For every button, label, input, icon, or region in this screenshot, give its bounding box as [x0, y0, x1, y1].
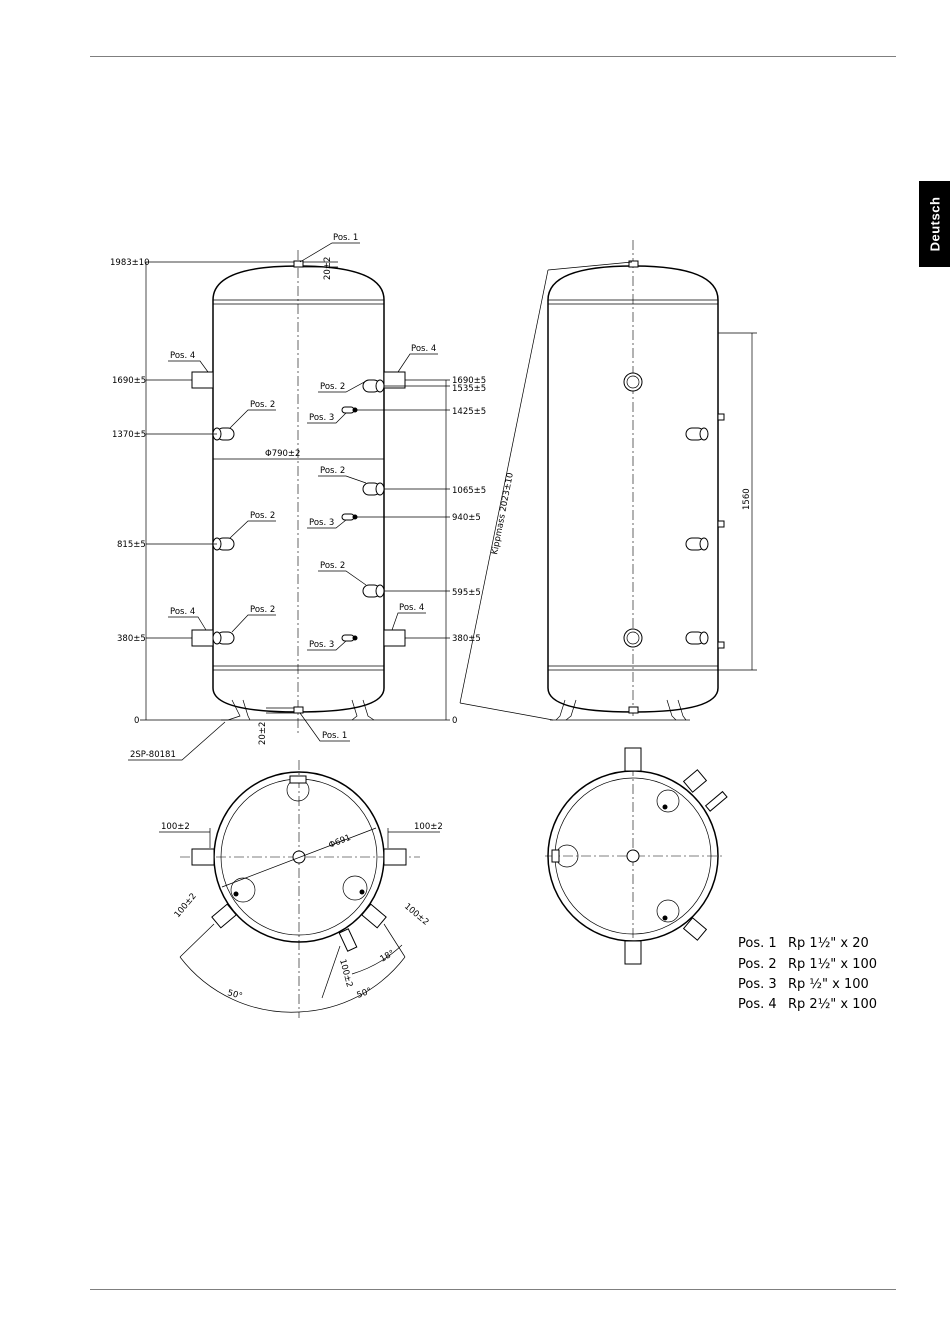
side-view: Φ790±2 1983±10 1690±5 1370±5 815±5 380±5…	[110, 233, 486, 761]
header-rule	[90, 56, 896, 57]
foot-label: 2SP-80181	[130, 750, 176, 760]
offset-right: 100±2	[414, 822, 443, 832]
label-pos4-bottom-right: Pos. 4	[399, 603, 424, 613]
dim-right-595: 595±5	[452, 588, 481, 598]
label-pos2-e: Pos. 2	[320, 466, 345, 476]
label-pos4-bottom-left: Pos. 4	[170, 607, 195, 617]
side-diameter: Φ790±2	[265, 449, 300, 459]
pos3-sockets	[341, 406, 358, 642]
legend-spec2: Rp 1½" x 100	[788, 957, 877, 972]
top-gap: 20±2	[323, 257, 333, 280]
language-tab[interactable]: Deutsch	[919, 181, 950, 267]
dim-left-1690: 1690±5	[112, 376, 146, 386]
angle-50-right: 50°	[356, 986, 374, 1001]
label-pos2-d: Pos. 2	[320, 382, 345, 392]
label-pos3-a: Pos. 3	[309, 413, 334, 423]
label-pos3-c: Pos. 3	[309, 640, 334, 650]
label-pos3-b: Pos. 3	[309, 518, 334, 528]
label-pos2-a: Pos. 2	[250, 400, 275, 410]
label-pos2-f: Pos. 2	[320, 561, 345, 571]
dim-right-1065: 1065±5	[452, 486, 486, 496]
dim-left-815: 815±5	[117, 540, 146, 550]
legend-pos1: Pos. 1	[738, 936, 777, 951]
tilt-dimension: Kippmass 2023±10	[490, 472, 516, 556]
dim-right-1535: 1535±5	[452, 384, 486, 394]
front-view: Kippmass 2023±10 1560	[459, 240, 757, 721]
label-pos4-top-right: Pos. 4	[411, 344, 436, 354]
legend-pos2: Pos. 2	[738, 957, 777, 972]
label-pos1-bottom: Pos. 1	[322, 731, 347, 741]
legend-pos4: Pos. 4	[738, 997, 777, 1012]
height-1560: 1560	[742, 488, 752, 510]
legend-spec4: Rp 2½" x 100	[788, 997, 877, 1012]
angle-50-left: 50°	[226, 988, 243, 1002]
bottom-gap: 20±2	[258, 722, 268, 745]
legend: Pos. 1 Rp 1½" x 20 Pos. 2 Rp 1½" x 100 P…	[738, 936, 877, 1012]
dim-right-380: 380±5	[452, 634, 481, 644]
legend-spec3: Rp ½" x 100	[788, 977, 869, 992]
dim-1983: 1983±10	[110, 258, 150, 268]
dim-right-940: 940±5	[452, 513, 481, 523]
label-pos2-c: Pos. 2	[250, 605, 275, 615]
label-pos4-top-left: Pos. 4	[170, 351, 195, 361]
dim-left-0: 0	[134, 716, 139, 726]
offset-left: 100±2	[161, 822, 190, 832]
legend-spec1: Rp 1½" x 20	[788, 936, 869, 951]
legend-pos3: Pos. 3	[738, 977, 777, 992]
angle-18: 18°	[379, 948, 397, 964]
top-view-right	[545, 747, 728, 965]
dim-left-380: 380±5	[117, 634, 146, 644]
pos2-nozzles	[212, 379, 385, 645]
offset-lower-left: 100±2	[173, 891, 199, 919]
inner-diameter: Φ691	[327, 833, 352, 851]
dim-left-1370: 1370±5	[112, 430, 146, 440]
top-view-left: Φ691 100±2 100±2 100±2 100±2 100±2 18° 5…	[159, 760, 443, 1018]
footer-rule	[90, 1289, 896, 1290]
dim-right-1690: 1690±5	[452, 376, 486, 386]
label-pos1-top: Pos. 1	[333, 233, 358, 243]
offset-bottom: 100±2	[337, 958, 354, 988]
label-pos2-b: Pos. 2	[250, 511, 275, 521]
offset-lower-right: 100±2	[402, 902, 430, 928]
dim-right-1425: 1425±5	[452, 407, 486, 417]
dim-right-0: 0	[452, 716, 457, 726]
